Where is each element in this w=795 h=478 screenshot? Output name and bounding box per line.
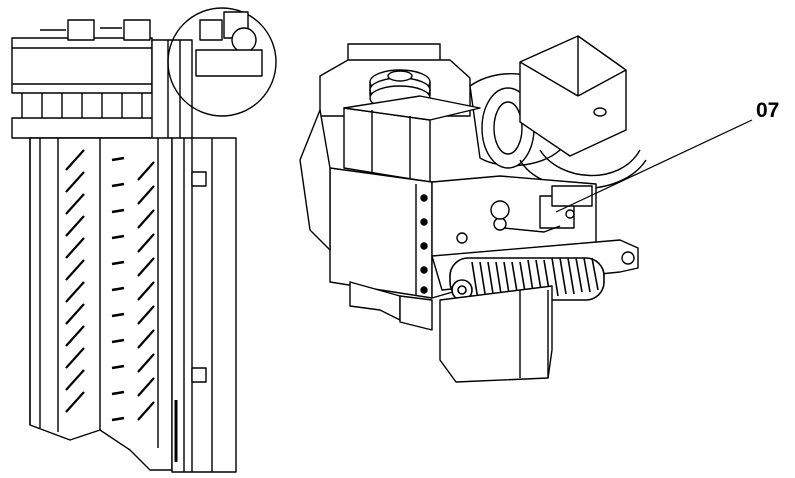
right-assembly	[299, 35, 647, 383]
left-hatching	[65, 149, 155, 421]
left-motor-2	[123, 19, 151, 41]
gearbox	[343, 95, 481, 183]
left-main-panel	[29, 137, 173, 471]
left-motor-1	[67, 19, 95, 41]
sensor-unit	[490, 185, 593, 233]
detail-circle	[167, 7, 277, 117]
left-upper-column	[151, 39, 193, 141]
left-assembly	[11, 7, 277, 473]
top-bracket	[347, 43, 441, 62]
left-top-housing	[11, 37, 153, 94]
left-slots	[111, 156, 125, 422]
callout-leader	[555, 119, 753, 213]
motor	[469, 35, 647, 190]
callout-label: 07	[756, 99, 780, 122]
left-ribs	[21, 93, 143, 118]
left-rail	[171, 137, 237, 473]
left-bar	[11, 117, 173, 139]
lower-housing	[299, 109, 553, 383]
